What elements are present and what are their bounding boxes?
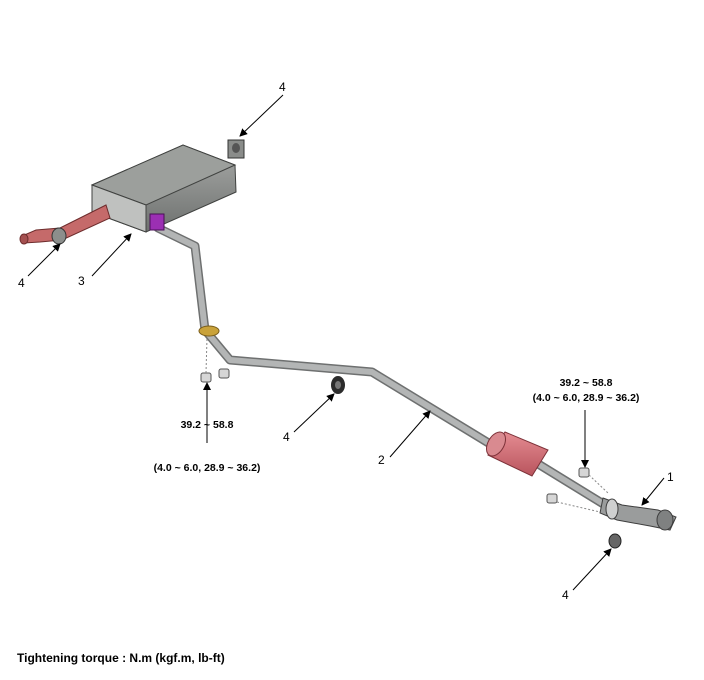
tightening-torque-caption: Tightening torque : N.m (kgf.m, lb-ft) (17, 651, 225, 665)
torque-right-line2: (4.0 ~ 6.0, 28.9 ~ 36.2) (533, 392, 640, 404)
tailpipe (19, 204, 111, 245)
pipe-gasket (198, 325, 220, 337)
torque-center-line2: (4.0 ~ 6.0, 28.9 ~ 36.2) (154, 462, 261, 474)
callout-1: 1 (667, 470, 674, 484)
callout-4-center: 4 (283, 430, 290, 444)
rubber-hanger-top (227, 139, 245, 159)
callout-4-bottom: 4 (562, 588, 569, 602)
rubber-hanger-left (51, 227, 67, 245)
flange-nuts-center (200, 337, 230, 383)
torque-center-line1: 39.2 ~ 58.8 (181, 419, 234, 431)
main-pipe (153, 223, 610, 510)
rubber-hanger-center (331, 376, 345, 394)
callout-3: 3 (78, 274, 85, 288)
torque-right-line1: 39.2 ~ 58.8 (560, 377, 613, 389)
resonator (486, 431, 549, 477)
flange-nuts-right (546, 467, 609, 513)
callout-2: 2 (378, 453, 385, 467)
rubber-hanger-bottom (608, 533, 622, 549)
front-pipe (599, 497, 677, 531)
callout-4-top: 4 (279, 80, 286, 94)
leader-lines (27, 94, 665, 591)
callout-4-left: 4 (18, 276, 25, 290)
main-muffler (90, 144, 237, 233)
muffler-clamp (149, 213, 165, 231)
